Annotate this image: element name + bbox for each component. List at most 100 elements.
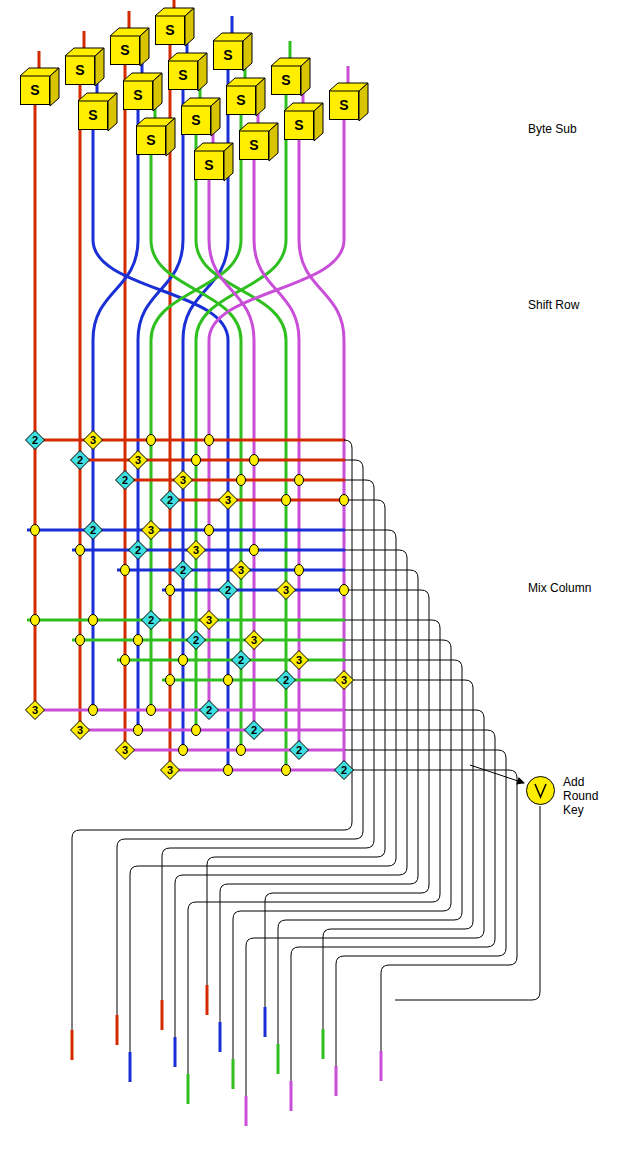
xor-dot <box>192 455 201 466</box>
cube-side <box>243 33 252 71</box>
diamond-shape <box>174 561 193 580</box>
output-stub <box>380 1051 383 1081</box>
node-text: 2 <box>180 565 186 576</box>
mix-collector <box>27 619 345 622</box>
output-stub <box>335 1066 338 1096</box>
diamond-shape <box>71 451 90 470</box>
diamond-shape <box>335 761 354 780</box>
node-text: 3 <box>32 705 38 716</box>
multiplier-diamond: 3 <box>115 740 135 760</box>
node-text: S <box>249 138 258 152</box>
diamond-shape <box>174 471 193 490</box>
output-stub <box>129 1052 132 1082</box>
cube-side <box>95 48 104 86</box>
output-route <box>336 750 506 1066</box>
node-text: 3 <box>193 545 199 556</box>
add-round-key: Add Round Key <box>525 775 617 817</box>
s-box: S <box>168 60 198 90</box>
node-text: 3 <box>122 745 128 756</box>
cube-side <box>269 123 278 161</box>
multiplier-diamond: 3 <box>276 580 296 600</box>
output-route <box>278 660 462 1044</box>
diamond-shape <box>26 431 45 450</box>
node-text: 2 <box>77 455 83 466</box>
diamond-shape <box>161 761 180 780</box>
multiplier-diamond: 3 <box>173 470 193 490</box>
node-text: S <box>88 108 97 122</box>
cube-side <box>50 68 59 106</box>
multiplier-diamond: 2 <box>70 450 90 470</box>
cube-side <box>211 98 220 136</box>
multiplier-diamond: 2 <box>25 430 45 450</box>
output-stub <box>277 1044 280 1074</box>
xor-dot <box>147 435 156 446</box>
diamond-shape <box>219 491 238 510</box>
diamond-shape <box>116 471 135 490</box>
stage-label: Byte Sub <box>528 122 577 136</box>
node-text: 3 <box>77 725 83 736</box>
multiplier-diamond: 2 <box>141 610 161 630</box>
output-stub <box>206 985 209 1015</box>
mix-collector <box>72 729 345 732</box>
node-text: 2 <box>90 525 96 536</box>
output-stub <box>71 1030 74 1060</box>
cube-faces <box>123 72 163 112</box>
node-text: S <box>223 48 232 62</box>
diamond-shape <box>129 451 148 470</box>
cube-faces <box>181 97 221 137</box>
node-text: S <box>178 68 187 82</box>
node-text: 2 <box>122 475 128 486</box>
output-stub <box>264 1007 267 1037</box>
node-text: 3 <box>148 525 154 536</box>
s-box: S <box>284 110 314 140</box>
xor-dot <box>205 435 214 446</box>
cube-side <box>314 103 323 141</box>
state-wire <box>79 70 82 732</box>
xor-dot <box>205 525 214 536</box>
xor-dot <box>166 585 175 596</box>
node-text: 3 <box>90 435 96 446</box>
cube-faces <box>136 117 176 157</box>
multiplier-diamond: 3 <box>231 560 251 580</box>
xor-dot <box>76 545 85 556</box>
node-text: Add Round Key <box>563 775 615 817</box>
node-text: 3 <box>251 635 257 646</box>
node-text: S <box>75 63 84 77</box>
diamond-shape <box>84 431 103 450</box>
xor-dot <box>340 495 349 506</box>
xor-dot <box>89 615 98 626</box>
node-text: 2 <box>135 545 141 556</box>
output-stub <box>187 1074 190 1104</box>
output-route <box>220 570 418 1022</box>
stage-label: Shift Row <box>528 298 579 312</box>
xor-dot <box>31 525 40 536</box>
multiplier-diamond: 3 <box>83 430 103 450</box>
output-route <box>265 590 429 1007</box>
mix-collector <box>72 549 345 552</box>
output-route <box>323 680 473 1029</box>
xor-dot <box>121 565 130 576</box>
cube-faces <box>213 32 253 72</box>
output-stub <box>245 1096 248 1126</box>
node-text: 2 <box>148 615 154 626</box>
s-box: S <box>110 35 140 65</box>
node-text: 3 <box>238 565 244 576</box>
xor-dot <box>250 545 259 556</box>
cube-faces <box>194 142 234 182</box>
s-box: S <box>226 85 256 115</box>
cube-faces <box>78 92 118 132</box>
cube-faces <box>110 27 150 67</box>
node-text: 3 <box>206 615 212 626</box>
diamond-shape <box>245 631 264 650</box>
multiplier-diamond: 2 <box>160 490 180 510</box>
s-box: S <box>20 75 50 105</box>
node-text: S <box>191 113 200 127</box>
key-line <box>395 806 540 1000</box>
node-text: S <box>146 133 155 147</box>
diamond-shape <box>116 741 135 760</box>
multiplier-diamond: 2 <box>115 470 135 490</box>
xor-dot <box>121 655 130 666</box>
multiplier-diamond: 3 <box>141 520 161 540</box>
xor-dot <box>147 705 156 716</box>
